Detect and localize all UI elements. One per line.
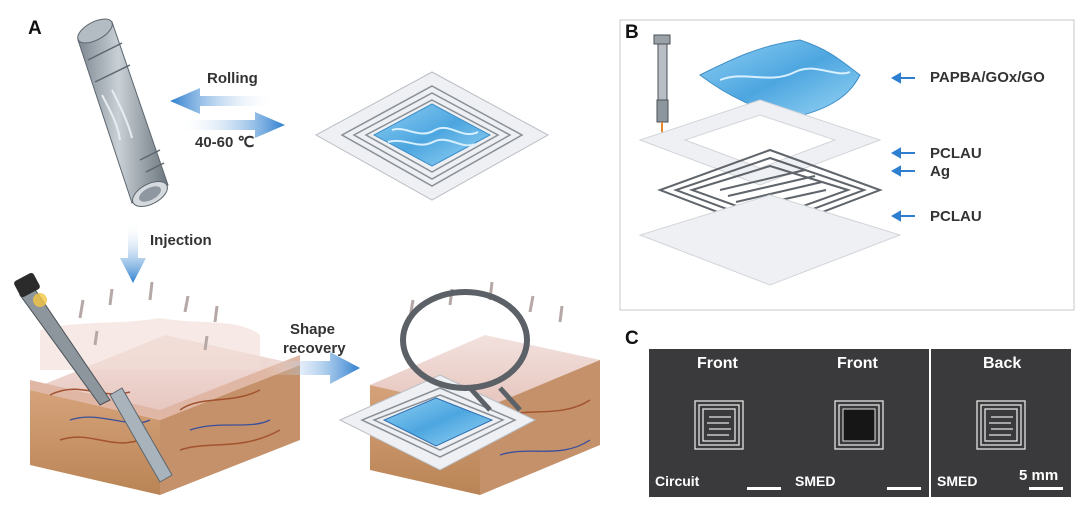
photo-1-caption: Circuit (655, 473, 700, 489)
layer-label-pclau-top: PCLAU (930, 145, 982, 162)
photo-2-title: Front (837, 355, 878, 372)
injection-label: Injection (150, 232, 212, 249)
layer-stack-illustration (638, 34, 902, 286)
photo-smed-back: Back SMED 5 mm (931, 349, 1071, 497)
temperature-label: 40-60 ℃ (195, 134, 255, 151)
shape-recovery-label-1: Shape (290, 321, 336, 338)
photo-3-caption: SMED (937, 473, 978, 489)
skin-tissue-left (30, 281, 300, 495)
layer-label-ag: Ag (930, 163, 950, 180)
photo-1-scale-bar (747, 487, 781, 490)
shape-recovery-arrow (265, 352, 360, 384)
layer-label-pclau-bottom: PCLAU (930, 208, 982, 225)
panel-b-frame (619, 19, 1075, 311)
panel-label-c: C (625, 328, 639, 349)
skin-tissue-right (338, 281, 600, 495)
photo-smed-front: Front SMED (789, 349, 929, 497)
photo-2-caption: SMED (795, 473, 836, 489)
rolling-arrows (170, 88, 285, 138)
panel-label-b: B (625, 22, 639, 43)
photo-circuit-front: Front Circuit (649, 349, 789, 497)
panel-label-a: A (28, 18, 42, 39)
shape-recovery-label-2: recovery (283, 340, 346, 357)
layer-label-gel: PAPBA/GOx/GO (930, 69, 1045, 86)
photo-2-scale-bar (887, 487, 921, 490)
rolled-device-icon (77, 18, 169, 208)
scale-bar-label: 5 mm (1019, 467, 1059, 484)
flat-device-icon (314, 71, 550, 201)
photo-3-title: Back (983, 355, 1022, 372)
layer-leader-arrows (890, 72, 915, 222)
photo-3-scale-bar (1029, 487, 1063, 490)
rolling-label: Rolling (207, 70, 258, 87)
photo-1-title: Front (697, 355, 738, 372)
injector-icon (14, 272, 111, 406)
injection-arrow (120, 222, 146, 283)
